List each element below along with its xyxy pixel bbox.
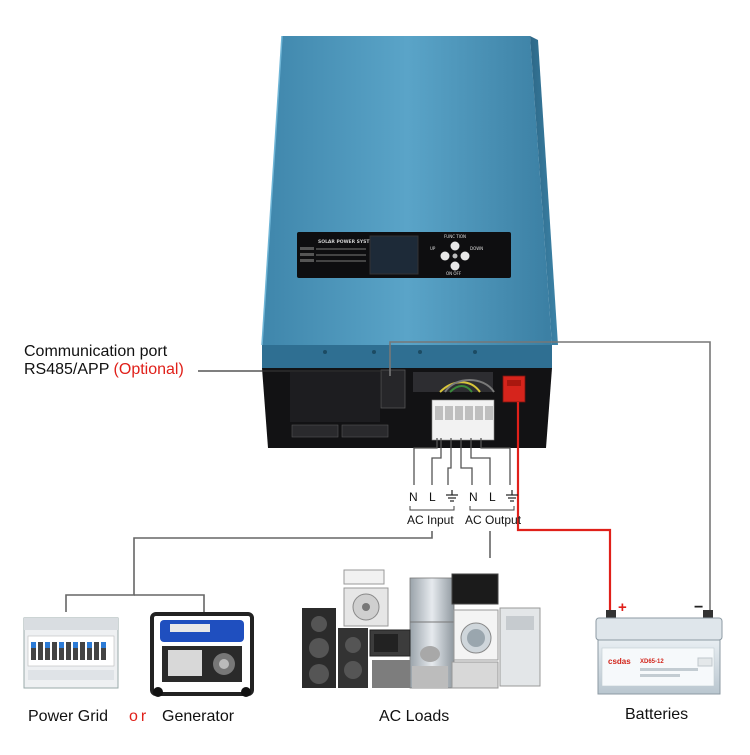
- or-label: or: [129, 708, 150, 725]
- ac-loads-label: AC Loads: [379, 708, 450, 725]
- inverter-front-panel: [262, 36, 552, 345]
- down-label: DOWN: [470, 246, 483, 251]
- ac-output-label: AC Output: [465, 513, 522, 527]
- ac-output-bracket: [469, 506, 515, 511]
- control-panel: SOLAR POWER SYSTEM FUNC TION UP DOWN ON …: [297, 232, 511, 278]
- inverter-lower-lip: [262, 345, 552, 368]
- battery: csdas XD65-12: [595, 610, 723, 695]
- inverter: SOLAR POWER SYSTEM FUNC TION UP DOWN ON …: [261, 35, 558, 448]
- function-button[interactable]: [450, 241, 460, 251]
- generator-wire: [134, 594, 205, 612]
- terminal-n-output: N: [469, 490, 478, 504]
- battery-positive-terminal: [502, 375, 526, 403]
- comm-port-optional: (Optional): [113, 361, 184, 378]
- oven: [372, 660, 410, 688]
- ground-icon: [506, 490, 518, 502]
- battery-minus-sign: −: [694, 599, 703, 616]
- up-label: UP: [430, 246, 436, 251]
- terminal-n-input: N: [409, 490, 418, 504]
- printer: [412, 666, 448, 688]
- up-button[interactable]: [440, 251, 450, 261]
- lcd-screen: [369, 235, 419, 275]
- on-off-label: ON OFF: [446, 271, 462, 276]
- ac-input-label: AC Input: [407, 513, 454, 527]
- panel-title: SOLAR POWER SYSTEM: [318, 239, 378, 245]
- battery-model: XD65-12: [640, 659, 664, 665]
- terminal-l-input: L: [429, 490, 436, 504]
- center-dot-icon: [452, 253, 458, 259]
- ac-input-wire: [65, 531, 433, 612]
- terminal-blocks: [431, 375, 526, 441]
- power-grid-label: Power Grid: [28, 708, 109, 725]
- ac-terminal-wires: [413, 438, 511, 485]
- terminal-l-output: L: [489, 490, 496, 504]
- battery-negative-wire: [389, 341, 711, 612]
- comm-port: [380, 369, 406, 409]
- generator-label: Generator: [162, 708, 235, 725]
- ground-icon: [446, 490, 458, 502]
- battery-lid: [595, 617, 723, 641]
- wires: [65, 341, 711, 612]
- label-strip-right: [341, 424, 389, 438]
- ac-input-bracket: [409, 506, 455, 511]
- generator: [150, 612, 254, 697]
- comm-port-label-line1: Communication port: [24, 343, 168, 360]
- battery-brand: csdas: [608, 657, 631, 666]
- comm-port-label-line2: RS485/APP (Optional): [24, 361, 184, 379]
- ac-unit-indoor: [343, 569, 385, 585]
- inverter-side: [530, 36, 558, 345]
- batteries-label: Batteries: [625, 706, 689, 723]
- kettle: [420, 646, 440, 662]
- battery-neg-post: [703, 610, 713, 618]
- down-button[interactable]: [460, 251, 470, 261]
- on-off-button[interactable]: [450, 261, 460, 271]
- battery-pos-post: [606, 610, 616, 618]
- battery-positive-wire: [516, 402, 612, 612]
- dishwasher: [451, 661, 499, 689]
- battery-plus-sign: +: [618, 599, 627, 616]
- ac-loads-appliances: [302, 569, 541, 689]
- function-label: FUNC TION: [444, 234, 466, 239]
- power-grid-panel: [23, 617, 119, 689]
- tv: [451, 573, 499, 605]
- comm-port-protocol: RS485/APP: [24, 361, 110, 378]
- label-strip-left: [291, 424, 339, 438]
